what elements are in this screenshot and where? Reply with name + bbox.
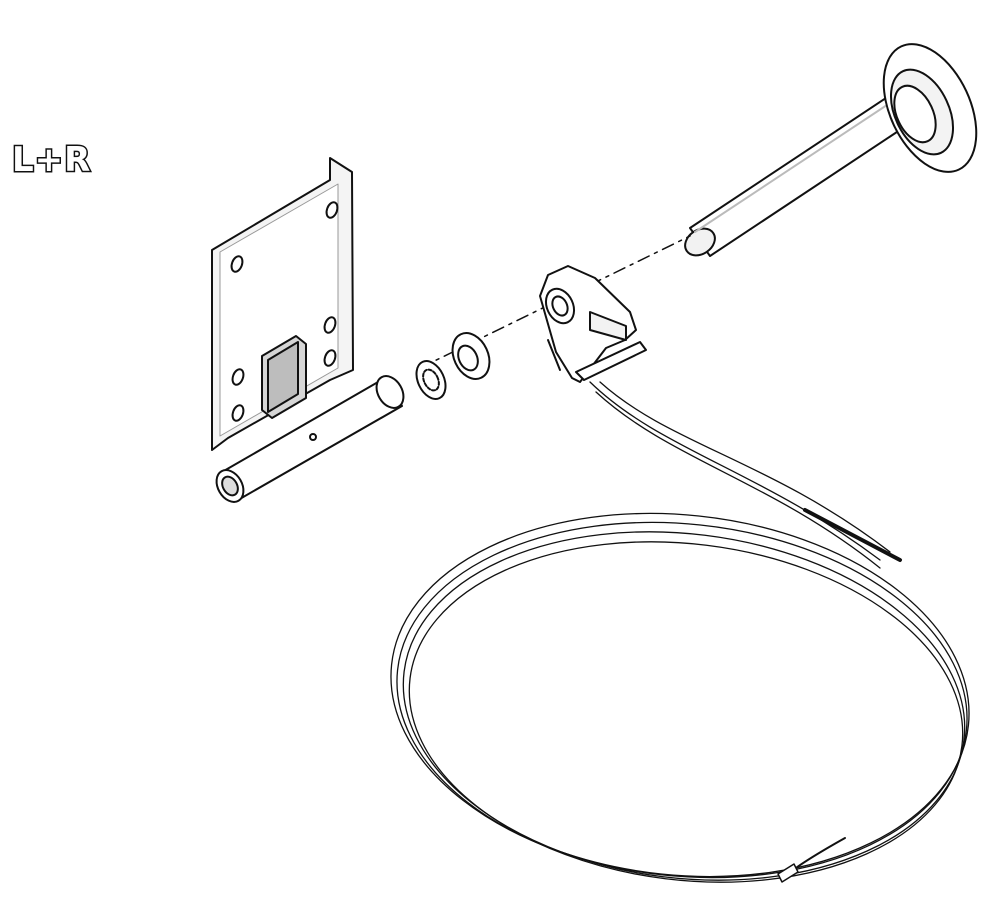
roller bbox=[684, 43, 978, 257]
spacer-clip bbox=[415, 360, 447, 400]
assembly-axis-line bbox=[419, 235, 691, 369]
washer bbox=[451, 332, 491, 380]
side-label: L+R bbox=[10, 139, 92, 182]
bracket bbox=[211, 157, 405, 503]
cable bbox=[390, 381, 970, 883]
roller-clip bbox=[539, 265, 647, 383]
